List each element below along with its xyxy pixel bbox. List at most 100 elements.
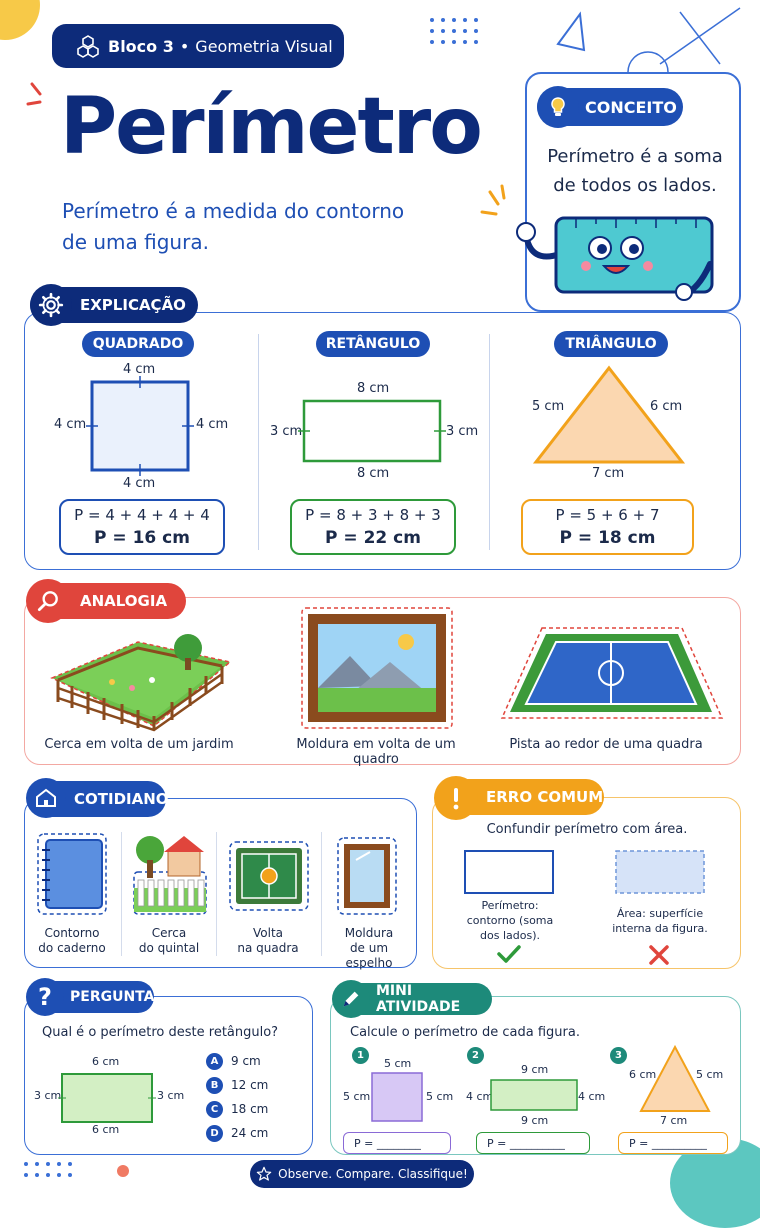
mini-instruction: Calcule o perímetro de cada figura. <box>350 1025 580 1040</box>
square-top-dim: 4 cm <box>123 362 156 377</box>
decor-circle <box>0 0 40 40</box>
option-letter: C <box>206 1100 223 1118</box>
triangle-shape <box>532 365 686 464</box>
option-text: 24 cm <box>231 1126 269 1140</box>
divider <box>258 334 259 550</box>
analogia-caption-garden: Cerca em volta de um jardim <box>44 737 234 752</box>
fig1-square-shape <box>371 1072 423 1122</box>
block-label: Bloco 3 <box>108 36 174 56</box>
square-bottom-dim: 4 cm <box>123 476 156 491</box>
triangle-formula-sum: P = 5 + 6 + 7 <box>555 506 660 524</box>
triangle-left-dim: 5 cm <box>532 399 565 414</box>
triangle-formula: P = 5 + 6 + 7 P = 18 cm <box>521 499 694 555</box>
decor-dot <box>117 1165 129 1177</box>
fig1-right-dim: 5 cm <box>426 1090 454 1103</box>
square-formula-sum: P = 4 + 4 + 4 + 4 <box>74 506 210 524</box>
square-left-dim: 4 cm <box>54 417 87 432</box>
rect-left-dim: 3 cm <box>270 424 303 439</box>
analogia-caption-frame: Moldura em volta de um quadro <box>296 737 456 767</box>
square-right-dim: 4 cm <box>196 417 229 432</box>
pergunta-top-dim: 6 cm <box>92 1055 120 1068</box>
square-label: QUADRADO <box>82 331 194 357</box>
decor-sparks <box>26 82 42 106</box>
check-icon <box>497 945 521 963</box>
lightbulb-icon <box>537 86 579 128</box>
figure-number-1: 1 <box>352 1047 369 1064</box>
page-title: Perímetro <box>60 82 483 172</box>
fig1-left-dim: 5 cm <box>343 1090 371 1103</box>
option-text: 18 cm <box>231 1102 269 1116</box>
rect-bottom-dim: 8 cm <box>357 466 390 481</box>
picture-frame-illustration <box>301 607 453 729</box>
magnifier-icon <box>26 579 70 623</box>
fig2-right-dim: 4 cm <box>578 1090 606 1103</box>
analogia-caption-court: Pista ao redor de uma quadra <box>509 737 703 752</box>
fig3-right-dim: 5 cm <box>696 1068 724 1081</box>
block-pill: Bloco 3 • Geometria Visual <box>52 24 344 68</box>
page-subtitle: Perímetro é a medida do contorno de uma … <box>62 199 405 254</box>
mirror-illustration <box>337 837 397 915</box>
erro-area-text: Área: superfície interna da figura. <box>612 907 708 935</box>
option-text: 9 cm <box>231 1054 261 1068</box>
rect-formula-result: P = 22 cm <box>325 528 421 548</box>
divider <box>489 334 490 550</box>
block-sep: • <box>179 36 190 56</box>
court-small-illustration <box>229 841 309 911</box>
square-formula-result: P = 16 cm <box>94 528 190 548</box>
block-topic: Geometria Visual <box>195 36 333 56</box>
answer-option-d[interactable]: D 24 cm <box>206 1121 268 1145</box>
rect-formula-sum: P = 8 + 3 + 8 + 3 <box>305 506 441 524</box>
figure-number-2: 2 <box>467 1047 484 1064</box>
divider <box>121 832 122 956</box>
rect-label: RETÂNGULO <box>316 331 430 357</box>
triangle-bottom-dim: 7 cm <box>592 466 625 481</box>
square-shape <box>86 376 194 476</box>
divider <box>321 832 322 956</box>
house-icon <box>26 778 66 818</box>
answer-option-a[interactable]: A 9 cm <box>206 1049 268 1073</box>
cotidiano-item-line: de um espelho <box>345 941 393 970</box>
fig3-bottom-dim: 7 cm <box>660 1114 688 1127</box>
court-illustration <box>500 627 724 719</box>
option-letter: A <box>206 1052 223 1070</box>
cotidiano-item-line: Cerca <box>151 926 187 940</box>
rect-formula: P = 8 + 3 + 8 + 3 P = 22 cm <box>290 499 456 555</box>
fig3-left-dim: 6 cm <box>629 1068 657 1081</box>
pencil-icon <box>332 980 370 1018</box>
triangle-right-dim: 6 cm <box>650 399 683 414</box>
footer-banner: Observe. Compare. Classifique! <box>250 1160 474 1188</box>
fig2-bottom-dim: 9 cm <box>521 1114 549 1127</box>
decor-geometry <box>556 7 741 74</box>
perimeter-example-shape <box>464 850 554 894</box>
cotidiano-item-line: Moldura <box>344 926 394 940</box>
fig2-answer-field[interactable]: P = __________ <box>476 1132 590 1154</box>
rect-right-dim: 3 cm <box>446 424 479 439</box>
fig2-top-dim: 9 cm <box>521 1063 549 1076</box>
decor-dots <box>430 18 478 44</box>
fig3-triangle-shape <box>639 1044 711 1112</box>
figure-number-3: 3 <box>610 1047 627 1064</box>
fig1-top-dim: 5 cm <box>384 1057 412 1070</box>
cotidiano-item-line: do quintal <box>138 941 200 955</box>
ruler-mascot <box>480 184 714 301</box>
cubes-icon <box>77 35 99 58</box>
square-formula: P = 4 + 4 + 4 + 4 P = 16 cm <box>59 499 225 555</box>
cotidiano-item-line: Contorno <box>44 926 100 940</box>
pergunta-bottom-dim: 6 cm <box>92 1123 120 1136</box>
exclamation-icon <box>434 776 478 820</box>
fig2-left-dim: 4 cm <box>466 1090 494 1103</box>
answer-option-c[interactable]: C 18 cm <box>206 1097 268 1121</box>
cotidiano-item-line: Volta <box>252 926 283 940</box>
erro-perimeter-text: Perímetro: contorno (soma dos lados). <box>466 899 554 942</box>
pergunta-question: Qual é o perímetro deste retângulo? <box>42 1025 279 1040</box>
fig1-answer-field[interactable]: P = ________ <box>343 1132 451 1154</box>
cotidiano-item-line: na quadra <box>237 941 299 955</box>
option-letter: D <box>206 1124 223 1142</box>
rect-shape <box>298 399 446 463</box>
footer-text: Observe. Compare. Classifique! <box>278 1167 468 1181</box>
fig3-answer-field[interactable]: P = __________ <box>618 1132 728 1154</box>
